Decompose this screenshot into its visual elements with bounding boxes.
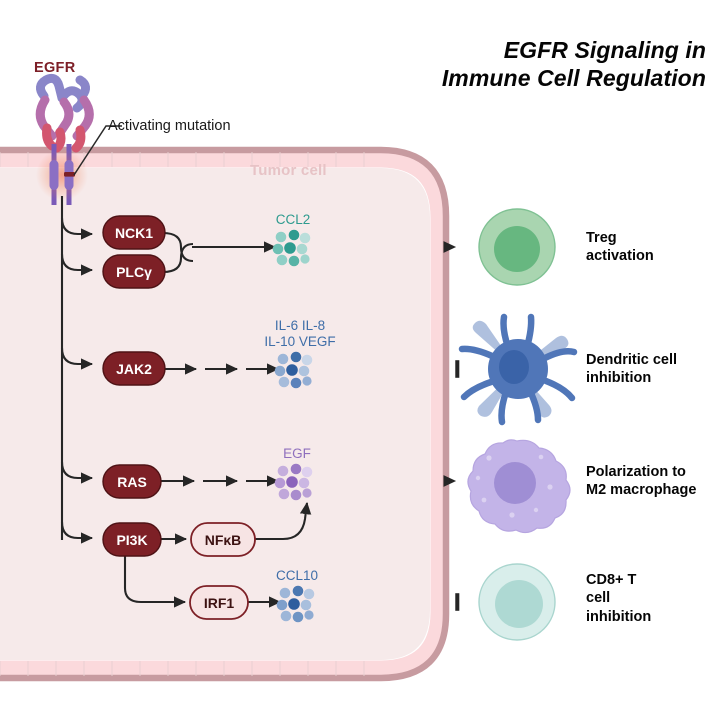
node-jak2-label: JAK2 (116, 361, 152, 377)
edge-pi3k-to-irf1 (123, 552, 187, 608)
output-connectors (300, 240, 460, 611)
cell-label-macrophage: Polarization to M2 macrophage (586, 463, 696, 500)
mutation-leader-line (73, 125, 122, 176)
cell-label-dendritic: Dendritic cell inhibition (586, 351, 677, 388)
mediator-label-ccl10: CCL10 (275, 568, 319, 583)
edge-nck1-plcg-to-ccl2 (162, 231, 277, 274)
mediator-label-ccl2: CCL2 (275, 212, 311, 227)
cell-label-treg-line-1: Treg (586, 230, 617, 246)
node-pi3k[interactable]: PI3K (102, 522, 162, 557)
signal-trunk (60, 196, 94, 544)
cell-label-treg-line-2: activation (586, 248, 654, 265)
node-pi3k-label: PI3K (116, 532, 147, 548)
macrophage-nucleus (494, 462, 536, 504)
cell-label-cd8t: CD8+ T cell inhibition (586, 571, 651, 626)
activating-mutation-label: Activating mutation (108, 118, 231, 134)
node-ras[interactable]: RAS (102, 464, 162, 499)
title-line-1: EGFR Signaling in (503, 37, 706, 63)
egfr-receptor (35, 74, 122, 205)
node-nck1-label: NCK1 (115, 225, 153, 241)
activating-mutation-marker (64, 172, 75, 177)
node-nck1[interactable]: NCK1 (102, 215, 166, 250)
title-line-2: Immune Cell Regulation (441, 65, 706, 92)
cell-label-treg: Treg activation (586, 229, 654, 266)
cell-label-cd8t-line-1: CD8+ T (586, 572, 637, 588)
node-irf1-label: IRF1 (204, 595, 235, 611)
cell-label-macrophage-line-1: Polarization to (586, 464, 686, 480)
mediator-label-cytokines: IL-6 IL-8 IL-10 VEGF (264, 318, 336, 349)
cell-label-macrophage-line-2: M2 macrophage (586, 482, 697, 499)
tumor-cell-label: Tumor cell (250, 162, 327, 179)
node-nfkb[interactable]: NFκB (190, 522, 256, 557)
node-ras-label: RAS (117, 474, 147, 490)
mediator-cluster-ccl10 (276, 585, 315, 623)
cell-label-cd8t-line-3: inhibition (586, 608, 652, 625)
node-jak2[interactable]: JAK2 (102, 351, 166, 386)
node-nfkb-label: NFκB (205, 532, 242, 548)
dendritic-nucleus (499, 350, 529, 384)
mediator-cluster-ccl2 (272, 229, 311, 267)
mediator-cluster-cytokines (274, 351, 313, 389)
cell-label-cd8t-line-2: cell (586, 590, 611, 607)
immune-cell-dendritic (458, 313, 578, 426)
immune-cell-treg (478, 208, 556, 286)
treg-nucleus (494, 226, 540, 272)
mediator-cluster-egf (274, 463, 313, 501)
edge-nfkb-to-egf (253, 501, 312, 541)
node-irf1[interactable]: IRF1 (189, 585, 249, 620)
immune-cell-macrophage (467, 439, 571, 534)
node-plcg[interactable]: PLCγ (102, 254, 166, 289)
node-plcg-label: PLCγ (116, 264, 152, 280)
cell-label-dendritic-line-1: Dendritic cell (586, 352, 678, 368)
immune-cell-cd8t (478, 563, 556, 641)
cell-label-dendritic-line-2: inhibition (586, 370, 652, 387)
egfr-label: EGFR (34, 60, 76, 76)
mediator-label-egf: EGF (283, 446, 311, 461)
page-title: EGFR Signaling in Immune Cell Regulation (306, 36, 706, 92)
cd8t-nucleus (495, 580, 543, 628)
